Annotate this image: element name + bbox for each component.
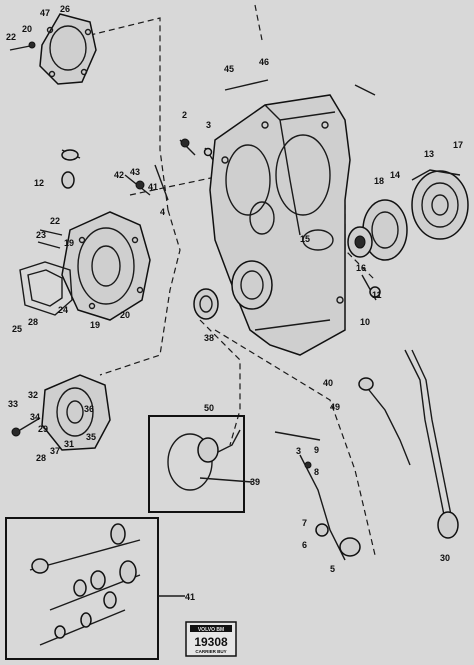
output-bearing-housing — [411, 169, 469, 240]
leader-line — [199, 319, 241, 446]
callout-label: 18 — [374, 176, 384, 186]
callout-label: 23 — [36, 230, 46, 240]
callout-label: 29 — [38, 424, 48, 434]
leader-line — [254, 4, 263, 41]
callout-label: 17 — [453, 140, 463, 150]
callout-label: 3 — [296, 446, 301, 456]
callout-label: 6 — [302, 540, 307, 550]
callout-label: 22 — [6, 32, 16, 42]
callout-label: 7 — [302, 518, 307, 528]
gearbox-housing — [209, 94, 351, 356]
callout-label: 13 — [424, 149, 434, 159]
callout-label: 25 — [12, 324, 22, 334]
callout-label: 4 — [160, 207, 165, 217]
callout-label: 14 — [390, 170, 400, 180]
callout-label: 10 — [360, 317, 370, 327]
bearing — [347, 226, 373, 258]
callout-label: 15 — [300, 234, 310, 244]
shift-linkage — [274, 349, 459, 561]
callout-label: 12 — [34, 178, 44, 188]
sticker-brand: VOLVO BM — [198, 627, 224, 633]
callout-label: 35 — [86, 432, 96, 442]
housing-port — [231, 260, 273, 310]
callout-label: 39 — [250, 477, 260, 487]
callout-label: 5 — [330, 564, 335, 574]
callout-label: 45 — [224, 64, 234, 74]
sticker-caption: CARRIER BUY — [195, 649, 226, 654]
shaft-inset-frame — [5, 517, 159, 660]
callout-label: 28 — [36, 453, 46, 463]
lower-cover — [11, 374, 111, 451]
side-cover — [61, 211, 151, 321]
callout-label: 36 — [84, 404, 94, 414]
callout-label: 33 — [8, 399, 18, 409]
shaft-assembly — [29, 523, 185, 646]
inset-frame — [148, 415, 245, 513]
inset-bearing — [167, 429, 253, 491]
callout-label: 28 — [28, 317, 38, 327]
callout-label: 50 — [204, 403, 214, 413]
callout-label: 20 — [22, 24, 32, 34]
callout-label: 22 — [50, 216, 60, 226]
callout-label: 11 — [372, 290, 382, 300]
callout-label: 38 — [204, 333, 214, 343]
callout-label: 3 — [206, 120, 211, 130]
bolts-and-washers — [37, 79, 381, 301]
callout-label: 20 — [120, 310, 130, 320]
sticker-code: 19308 — [194, 635, 228, 649]
callout-label: 19 — [64, 238, 74, 248]
bearing-38 — [193, 288, 219, 320]
gasket — [19, 261, 73, 316]
reference-sticker: VOLVO BM 19308 CARRIER BUY — [185, 621, 237, 657]
leader-line — [214, 329, 376, 556]
callout-label: 26 — [60, 4, 70, 14]
callout-label: 8 — [314, 467, 319, 477]
callout-label: 42 — [114, 170, 124, 180]
callout-label: 40 — [323, 378, 333, 388]
callout-label: 2 — [182, 110, 187, 120]
callout-label: 9 — [314, 445, 319, 455]
callout-label: 16 — [356, 263, 366, 273]
callout-label: 32 — [28, 390, 38, 400]
leader-line — [99, 209, 181, 376]
callout-label: 19 — [90, 320, 100, 330]
callout-label: 30 — [440, 553, 450, 563]
callout-labels: 47 26 22 20 45 46 2 3 13 17 18 14 12 42 … — [6, 4, 463, 602]
callout-label: 41 — [185, 592, 195, 602]
callout-label: 41 — [148, 182, 158, 192]
callout-label: 43 — [130, 167, 140, 177]
callout-label: 49 — [330, 402, 340, 412]
callout-label: 47 — [40, 8, 50, 18]
callout-label: 24 — [58, 305, 68, 315]
callout-label: 31 — [64, 439, 74, 449]
callout-label: 34 — [30, 412, 40, 422]
leader-line — [69, 17, 169, 211]
top-cover-plate — [9, 13, 97, 85]
callout-label: 46 — [259, 57, 269, 67]
callout-label: 37 — [50, 446, 60, 456]
